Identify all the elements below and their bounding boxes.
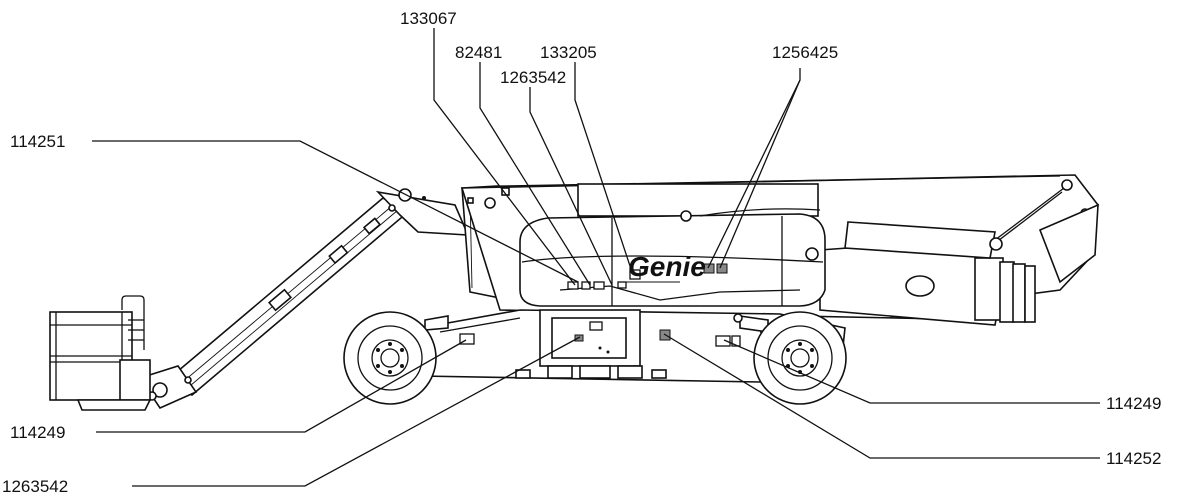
callout-82481: 82481 xyxy=(455,43,502,62)
callout-1256425: 1256425 xyxy=(772,43,838,62)
callout-133067: 133067 xyxy=(400,9,457,28)
callout-114252: 114252 xyxy=(1106,449,1161,468)
callout-1263542-bottom: 1263542 xyxy=(2,477,68,496)
leader-lines xyxy=(92,28,1100,487)
brand-logo: Genie xyxy=(628,251,706,282)
boom-lift-drawing: Genie xyxy=(49,174,1099,411)
jib-boom xyxy=(138,188,470,410)
callout-1263542-top: 1263542 xyxy=(500,68,566,87)
right-wheel xyxy=(753,311,847,405)
turntable-hood: Genie xyxy=(519,208,826,307)
callout-labels: 133067 82481 1263542 133205 1256425 1142… xyxy=(2,9,1161,496)
left-wheel xyxy=(343,311,437,405)
callout-114249-left: 114249 xyxy=(10,423,65,442)
callout-114251: 114251 xyxy=(10,132,65,151)
callout-114249-right: 114249 xyxy=(1106,394,1161,413)
callout-133205: 133205 xyxy=(540,43,597,62)
platform-basket xyxy=(49,295,152,411)
